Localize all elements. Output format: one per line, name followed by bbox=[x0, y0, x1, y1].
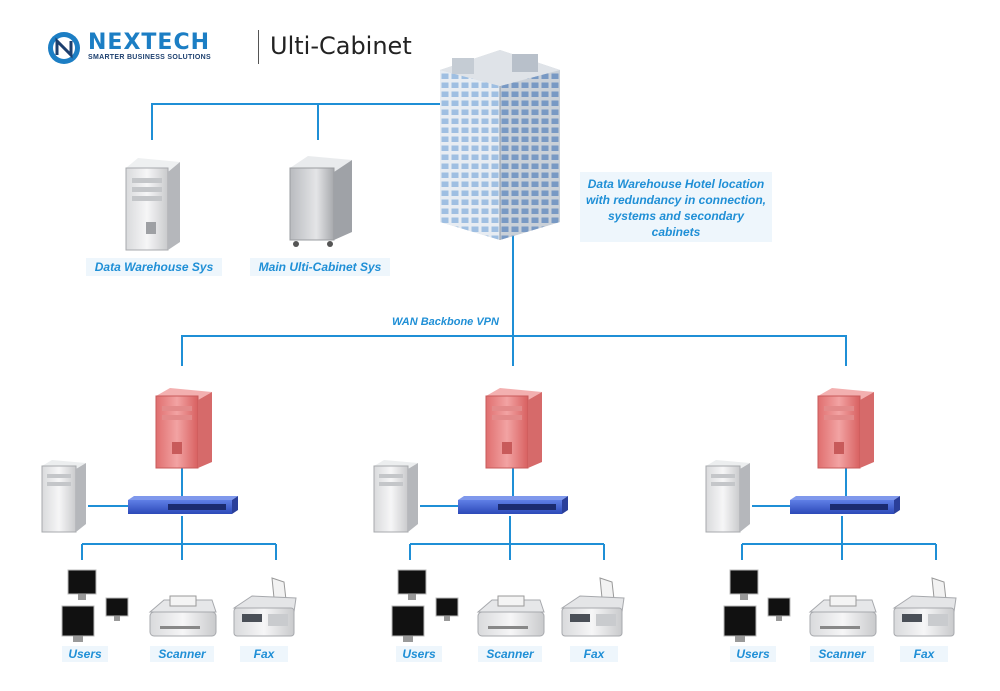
site1-fax-icon bbox=[232, 577, 297, 637]
hotel-description: Data Warehouse Hotel location with redun… bbox=[580, 172, 772, 242]
site1-switch-icon bbox=[128, 496, 238, 514]
data-warehouse-hotel-building bbox=[440, 50, 560, 240]
site1-workstation-icon bbox=[41, 460, 86, 533]
data-warehouse-label: Data Warehouse Sys bbox=[86, 258, 222, 276]
site2-switch-icon bbox=[458, 496, 568, 514]
site3-users-icon bbox=[723, 569, 791, 642]
site3-users-label: Users bbox=[730, 646, 776, 662]
site3-switch-icon bbox=[790, 496, 900, 514]
hq-branch-line bbox=[151, 103, 440, 140]
site1-scanner-label: Scanner bbox=[150, 646, 214, 662]
brand-divider bbox=[258, 30, 259, 64]
site3-scanner-label: Scanner bbox=[810, 646, 874, 662]
site1-users-label: Users bbox=[62, 646, 108, 662]
site3-fax-icon bbox=[892, 577, 957, 637]
site1-server-icon bbox=[155, 388, 212, 469]
site1-fax-label: Fax bbox=[240, 646, 288, 662]
main-cabinet-label: Main Ulti-Cabinet Sys bbox=[250, 258, 390, 276]
product-name: Ulti-Cabinet bbox=[270, 32, 412, 60]
site1-users-icon bbox=[61, 569, 129, 642]
site3-links bbox=[741, 468, 937, 560]
site2-scanner-label: Scanner bbox=[478, 646, 542, 662]
site2-workstation-icon bbox=[373, 460, 418, 533]
wan-backbone-line bbox=[181, 335, 847, 366]
site2-users-label: Users bbox=[396, 646, 442, 662]
site2-users-icon bbox=[391, 569, 459, 642]
site3-scanner-icon bbox=[808, 595, 877, 637]
site2-fax-icon bbox=[560, 577, 625, 637]
connectors bbox=[81, 103, 937, 560]
site1-scanner-icon bbox=[148, 595, 217, 637]
nextech-logo-icon bbox=[48, 32, 80, 64]
brand-name: NEXTECH bbox=[88, 30, 210, 55]
site2-server-icon bbox=[485, 388, 542, 469]
data-warehouse-server-icon bbox=[125, 158, 180, 251]
site1-links bbox=[81, 468, 277, 560]
main-ulti-cabinet-server-icon bbox=[289, 156, 352, 247]
site3-server-icon bbox=[817, 388, 874, 469]
site2-scanner-icon bbox=[476, 595, 545, 637]
site3-fax-label: Fax bbox=[900, 646, 948, 662]
brand-tagline: SMARTER BUSINESS SOLUTIONS bbox=[88, 54, 211, 61]
site2-links bbox=[409, 468, 605, 560]
site2-fax-label: Fax bbox=[570, 646, 618, 662]
wan-backbone-label: WAN Backbone VPN bbox=[392, 316, 499, 328]
site3-workstation-icon bbox=[705, 460, 750, 533]
